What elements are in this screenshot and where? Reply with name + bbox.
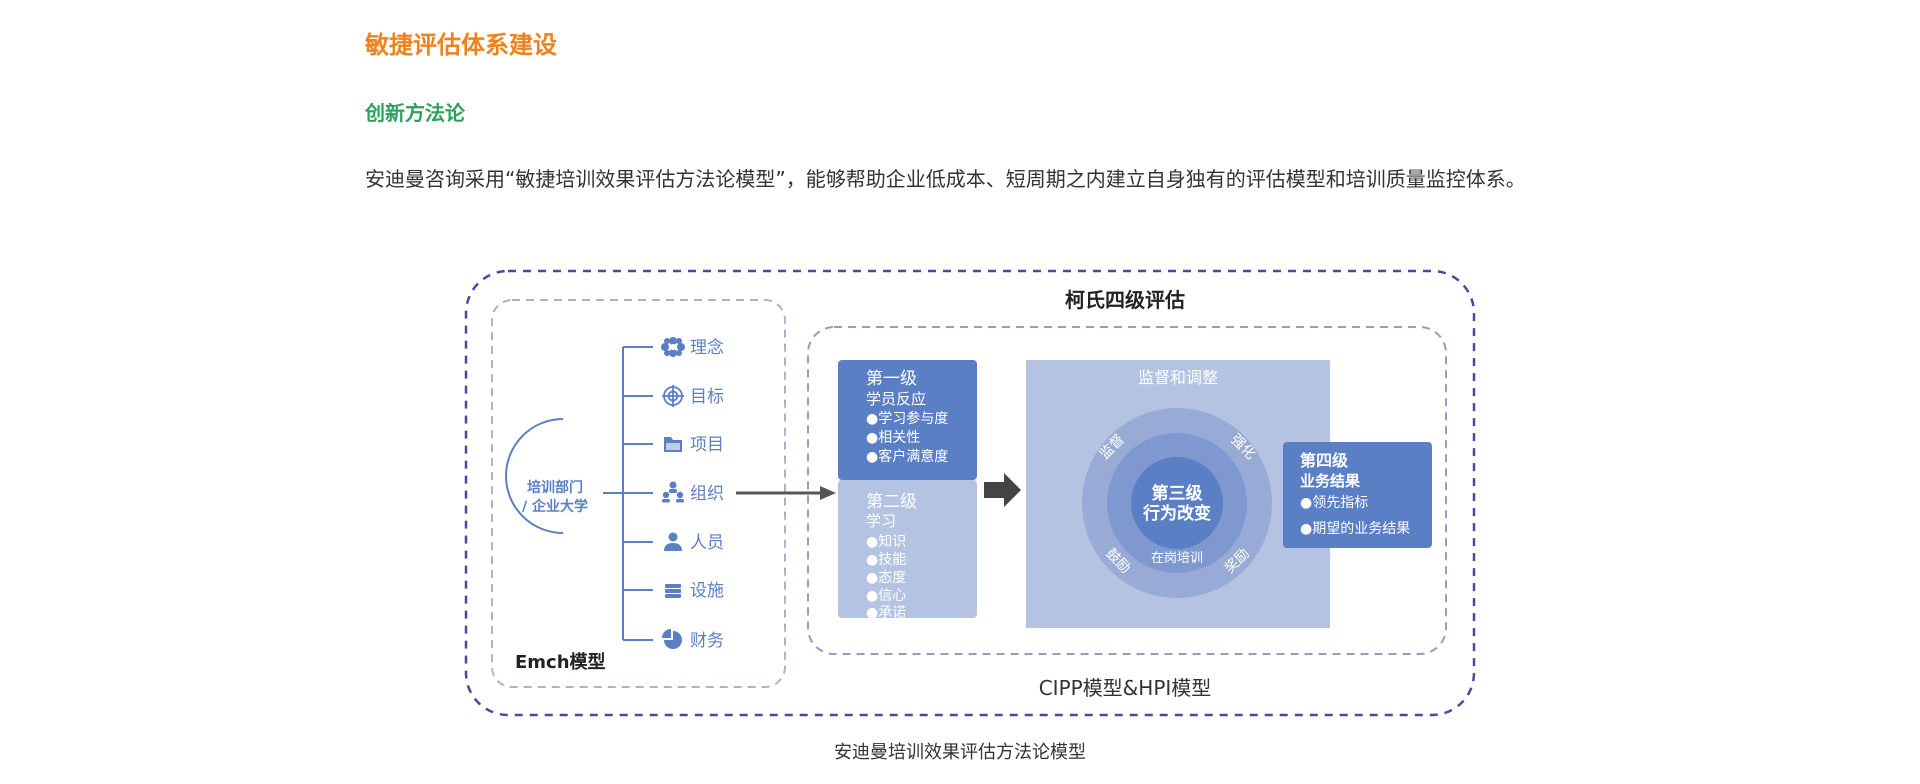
branch-label-organization: 组织 <box>690 484 724 504</box>
cipp-dashed-frame <box>807 326 1447 655</box>
stack-icon <box>665 584 681 598</box>
level1-item: ●相关性 <box>866 430 920 446</box>
org-chart-icon <box>662 481 684 503</box>
subsection-title: 创新方法论 <box>365 101 465 125</box>
arrow-to-levels <box>736 486 836 500</box>
emch-label: Emch模型 <box>515 651 606 673</box>
level2-subtitle: 学习 <box>866 512 896 530</box>
inner-ring-label: 在岗培训 <box>1151 550 1203 566</box>
level2-title: 第二级 <box>866 492 917 512</box>
cipp-label: CIPP模型&HPI模型 <box>1039 676 1212 700</box>
branch-bracket <box>603 346 653 641</box>
level4-item: ●领先指标 <box>1300 495 1368 511</box>
level2-item: ●承诺 <box>866 605 906 621</box>
level4-title: 第四级 <box>1300 451 1349 470</box>
branch-label-idea: 理念 <box>690 337 724 358</box>
branch-label-goal: 目标 <box>690 387 724 407</box>
level4-box <box>1283 442 1432 548</box>
center-label-level3: 第三级 <box>1152 483 1203 504</box>
level2-item: ●信心 <box>866 588 906 604</box>
branch-label-personnel: 人员 <box>690 533 724 553</box>
enterprise-univ-label: / 企业大学 <box>522 498 588 515</box>
branch-label-project: 项目 <box>690 435 724 455</box>
block-arrow-1 <box>984 473 1021 507</box>
level1-box <box>838 360 977 480</box>
level1-item: ●学习参与度 <box>866 410 948 427</box>
training-dept-label: 培训部门 <box>527 479 583 496</box>
level4-subtitle: 业务结果 <box>1300 472 1361 490</box>
intro-paragraph: 安迪曼咨询采用“敏捷培训效果评估方法论模型”，能够帮助企业低成本、短周期之内建立… <box>365 167 1526 191</box>
branch-label-finance: 财务 <box>690 631 724 651</box>
kirkpatrick-title: 柯氏四级评估 <box>1065 288 1185 312</box>
level2-item: ●知识 <box>866 533 906 550</box>
level2-box <box>838 480 977 618</box>
person-icon <box>664 532 682 551</box>
level4-item: ●期望的业务结果 <box>1300 521 1410 537</box>
level2-item: ●态度 <box>866 570 906 586</box>
section-title: 敏捷评估体系建设 <box>365 31 557 59</box>
center-label-behavior: 行为改变 <box>1142 503 1211 524</box>
monitor-title: 监督和调整 <box>1138 368 1218 387</box>
branch-label-facilities: 设施 <box>690 581 724 601</box>
target-icon <box>662 385 684 407</box>
level1-title: 第一级 <box>866 369 917 389</box>
pie-icon <box>662 629 682 649</box>
level2-item: ●技能 <box>866 552 906 568</box>
folder-icon <box>664 437 682 452</box>
level1-item: ●客户满意度 <box>866 448 948 465</box>
outer-dashed-frame <box>464 269 1476 717</box>
evaluation-model-diagram: 柯氏四级评估 Emch模型 CIPP模型&HPI模型 培训部门 / 企业大学 <box>464 269 1476 717</box>
level1-subtitle: 学员反应 <box>866 390 926 408</box>
diagram-caption: 安迪曼培训效果评估方法论模型 <box>834 742 1086 763</box>
center-circle <box>1131 457 1223 549</box>
training-dept-arc <box>505 418 564 534</box>
flower-icon <box>661 337 685 357</box>
emch-dashed-frame <box>491 299 786 688</box>
